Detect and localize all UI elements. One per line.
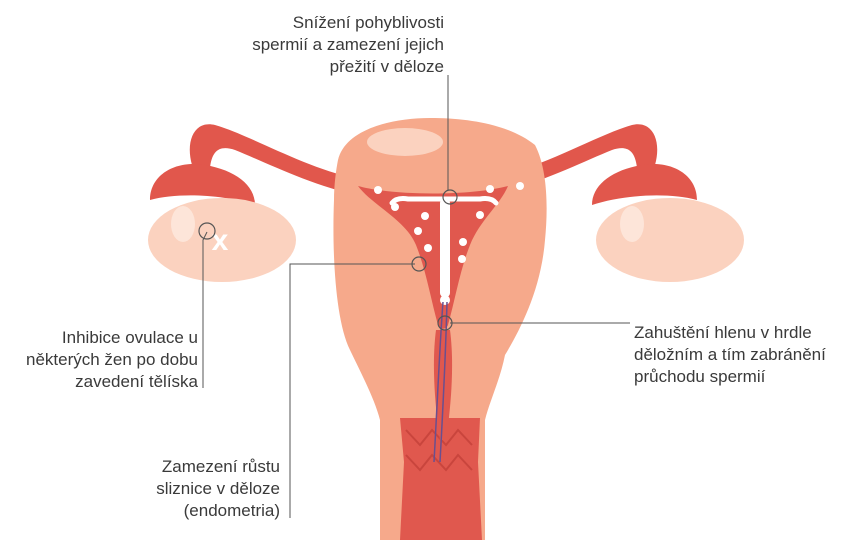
label-line: některých žen po dobu (10, 349, 198, 371)
label-sperm-motility: Snížení pohyblivosti spermií a zamezení … (220, 12, 444, 78)
uterus-highlight (367, 128, 443, 156)
right-ovary-highlight (620, 206, 644, 242)
iud-stem (440, 199, 450, 297)
left-ovary-highlight (171, 206, 195, 242)
label-line: Zamezení růstu (60, 456, 280, 478)
label-cervical-mucus: Zahuštění hlenu v hrdle děložním a tím z… (634, 322, 844, 388)
label-line: přežití v děloze (220, 56, 444, 78)
label-line: sliznice v děloze (60, 478, 280, 500)
label-line: Inhibice ovulace u (10, 327, 198, 349)
label-line: průchodu spermií (634, 366, 844, 388)
label-line: (endometria) (60, 500, 280, 522)
iud-tip (440, 295, 450, 305)
label-line: spermií a zamezení jejich (220, 34, 444, 56)
right-ovary (596, 198, 744, 282)
left-fimbriae (150, 164, 255, 205)
label-line: děložním a tím zabránění (634, 344, 844, 366)
label-line: Snížení pohyblivosti (220, 12, 444, 34)
label-endometrium: Zamezení růstu sliznice v děloze (endome… (60, 456, 280, 522)
label-line: zavedení tělíska (10, 371, 198, 393)
label-ovulation: Inhibice ovulace u některých žen po dobu… (10, 327, 198, 393)
label-line: Zahuštění hlenu v hrdle (634, 322, 844, 344)
